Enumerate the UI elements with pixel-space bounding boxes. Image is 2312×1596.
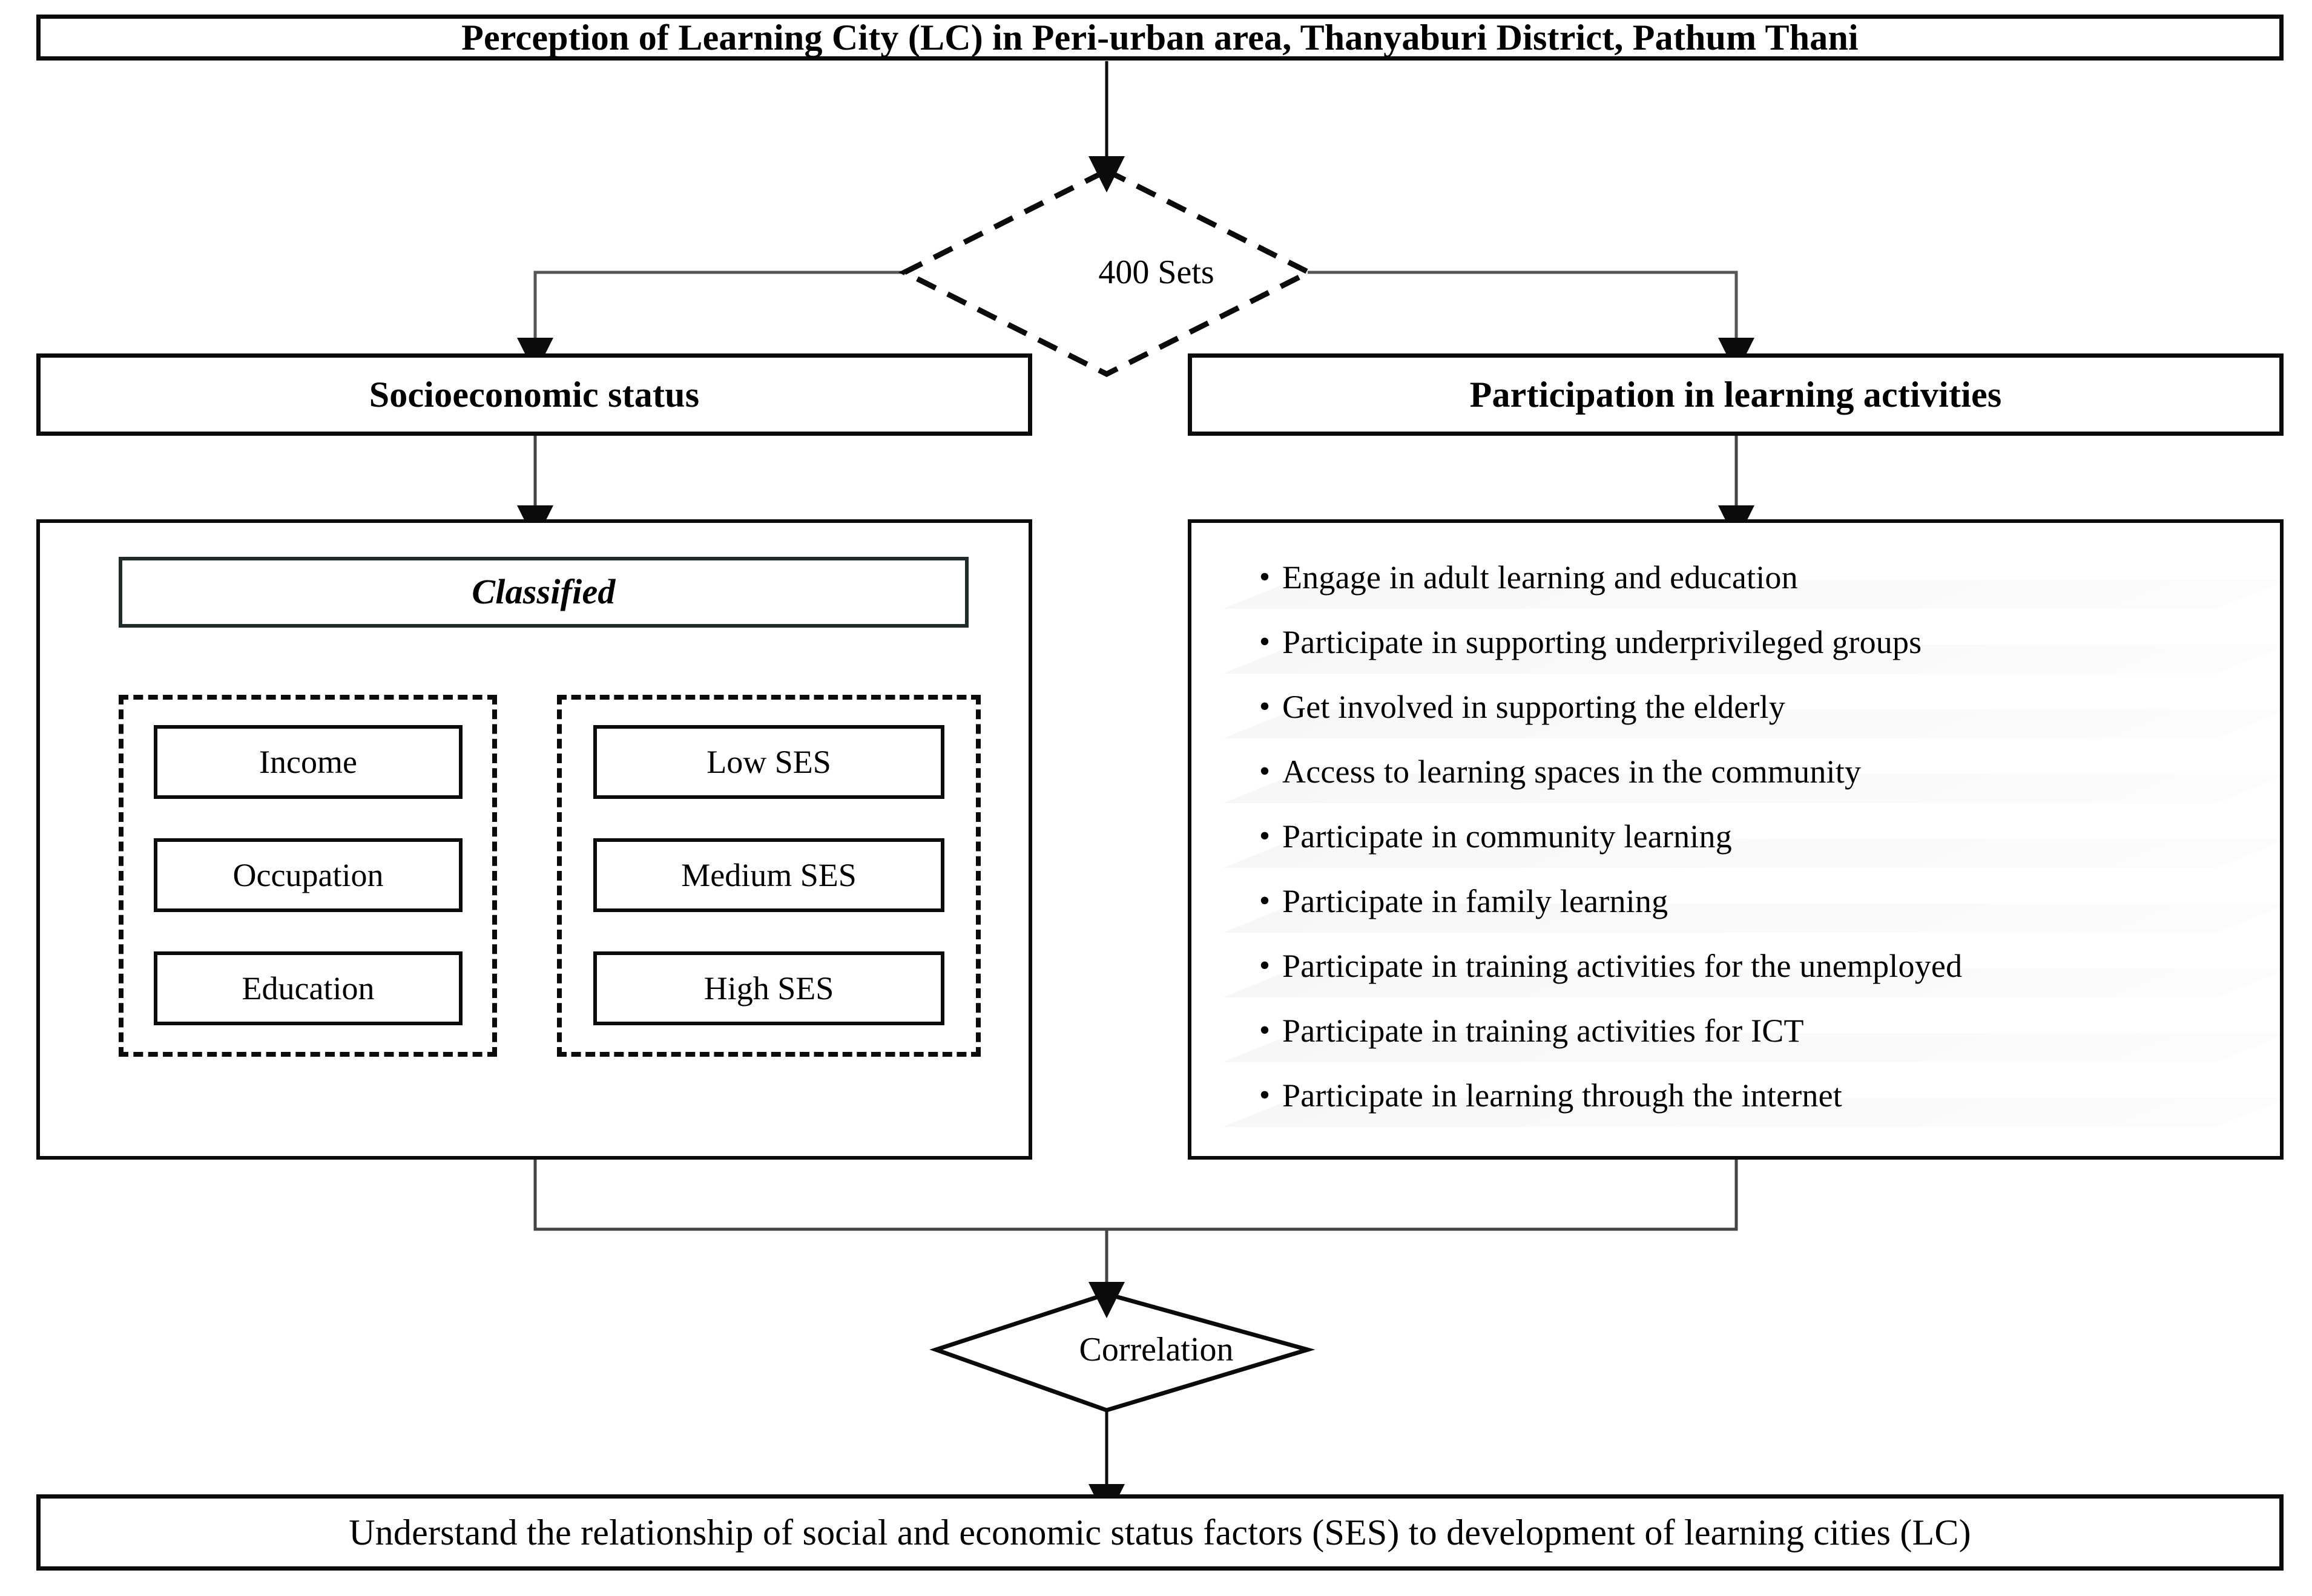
list-item-label: Participate in training activities for t… bbox=[1282, 947, 1963, 984]
list-item: • Participate in training activities for… bbox=[1247, 998, 2252, 1063]
classified-label: Classified bbox=[472, 572, 616, 612]
classified-box: Classified bbox=[119, 557, 969, 628]
bullet-icon: • bbox=[1259, 689, 1271, 724]
conclusion-box: Understand the relationship of social an… bbox=[36, 1494, 2284, 1571]
list-item: • Access to learning spaces in the commu… bbox=[1247, 739, 2252, 804]
bullet-icon: • bbox=[1259, 948, 1271, 983]
list-item: • Participate in training activities for… bbox=[1247, 933, 2252, 998]
list-item: • Get involved in supporting the elderly bbox=[1247, 674, 2252, 739]
ses-factor-income: Income bbox=[154, 725, 463, 799]
ses-level-label: Medium SES bbox=[681, 857, 857, 893]
socioeconomic-status-label: Socioeconomic status bbox=[369, 374, 700, 415]
list-item-label: Access to learning spaces in the communi… bbox=[1282, 753, 1862, 790]
ses-factor-education: Education bbox=[154, 951, 463, 1025]
list-item-label: Participate in supporting underprivilege… bbox=[1282, 623, 1922, 660]
ses-factor-occupation: Occupation bbox=[154, 838, 463, 912]
ses-factor-label: Occupation bbox=[232, 857, 384, 893]
list-item-label: Participate in community learning bbox=[1282, 818, 1732, 855]
participation-header: Participation in learning activities bbox=[1188, 353, 2284, 436]
list-item: • Participate in learning through the in… bbox=[1247, 1063, 2252, 1128]
conclusion-label: Understand the relationship of social an… bbox=[349, 1512, 1971, 1552]
list-item: • Participate in family learning bbox=[1247, 869, 2252, 933]
ses-factor-label: Income bbox=[259, 744, 357, 780]
sample-size-node: 400 Sets bbox=[950, 248, 1362, 297]
ses-level-low: Low SES bbox=[593, 725, 944, 799]
page-title: Perception of Learning City (LC) in Peri… bbox=[36, 15, 2284, 61]
ses-levels-group bbox=[557, 695, 981, 1057]
list-item-label: Participate in learning through the inte… bbox=[1282, 1077, 1843, 1114]
bullet-icon: • bbox=[1259, 883, 1271, 918]
bullet-icon: • bbox=[1259, 1013, 1271, 1048]
list-item: • Participate in supporting underprivile… bbox=[1247, 609, 2252, 674]
ses-factor-label: Education bbox=[242, 970, 375, 1007]
list-item-label: Participate in family learning bbox=[1282, 882, 1668, 919]
ses-level-medium: Medium SES bbox=[593, 838, 944, 912]
ses-level-high: High SES bbox=[593, 951, 944, 1025]
list-item-label: Engage in adult learning and education bbox=[1282, 559, 1798, 596]
ses-level-label: Low SES bbox=[706, 744, 831, 780]
correlation-node: Correlation bbox=[950, 1325, 1362, 1374]
list-item-label: Get involved in supporting the elderly bbox=[1282, 688, 1785, 725]
participation-label: Participation in learning activities bbox=[1469, 374, 2002, 415]
bullet-icon: • bbox=[1259, 559, 1271, 594]
ses-level-label: High SES bbox=[703, 970, 834, 1007]
list-item: • Participate in community learning bbox=[1247, 804, 2252, 869]
ses-factors-group bbox=[119, 695, 497, 1057]
list-item: • Engage in adult learning and education bbox=[1247, 545, 2252, 609]
participation-activity-list: • Engage in adult learning and education… bbox=[1247, 545, 2252, 1126]
bullet-icon: • bbox=[1259, 1077, 1271, 1112]
page-title-label: Perception of Learning City (LC) in Peri… bbox=[461, 17, 1859, 57]
bullet-icon: • bbox=[1259, 624, 1271, 659]
bullet-icon: • bbox=[1259, 818, 1271, 853]
correlation-label: Correlation bbox=[1079, 1331, 1234, 1368]
bullet-icon: • bbox=[1259, 754, 1271, 789]
list-item-label: Participate in training activities for I… bbox=[1282, 1012, 1804, 1049]
socioeconomic-status-header: Socioeconomic status bbox=[36, 353, 1032, 436]
sample-size-label: 400 Sets bbox=[1098, 254, 1214, 291]
